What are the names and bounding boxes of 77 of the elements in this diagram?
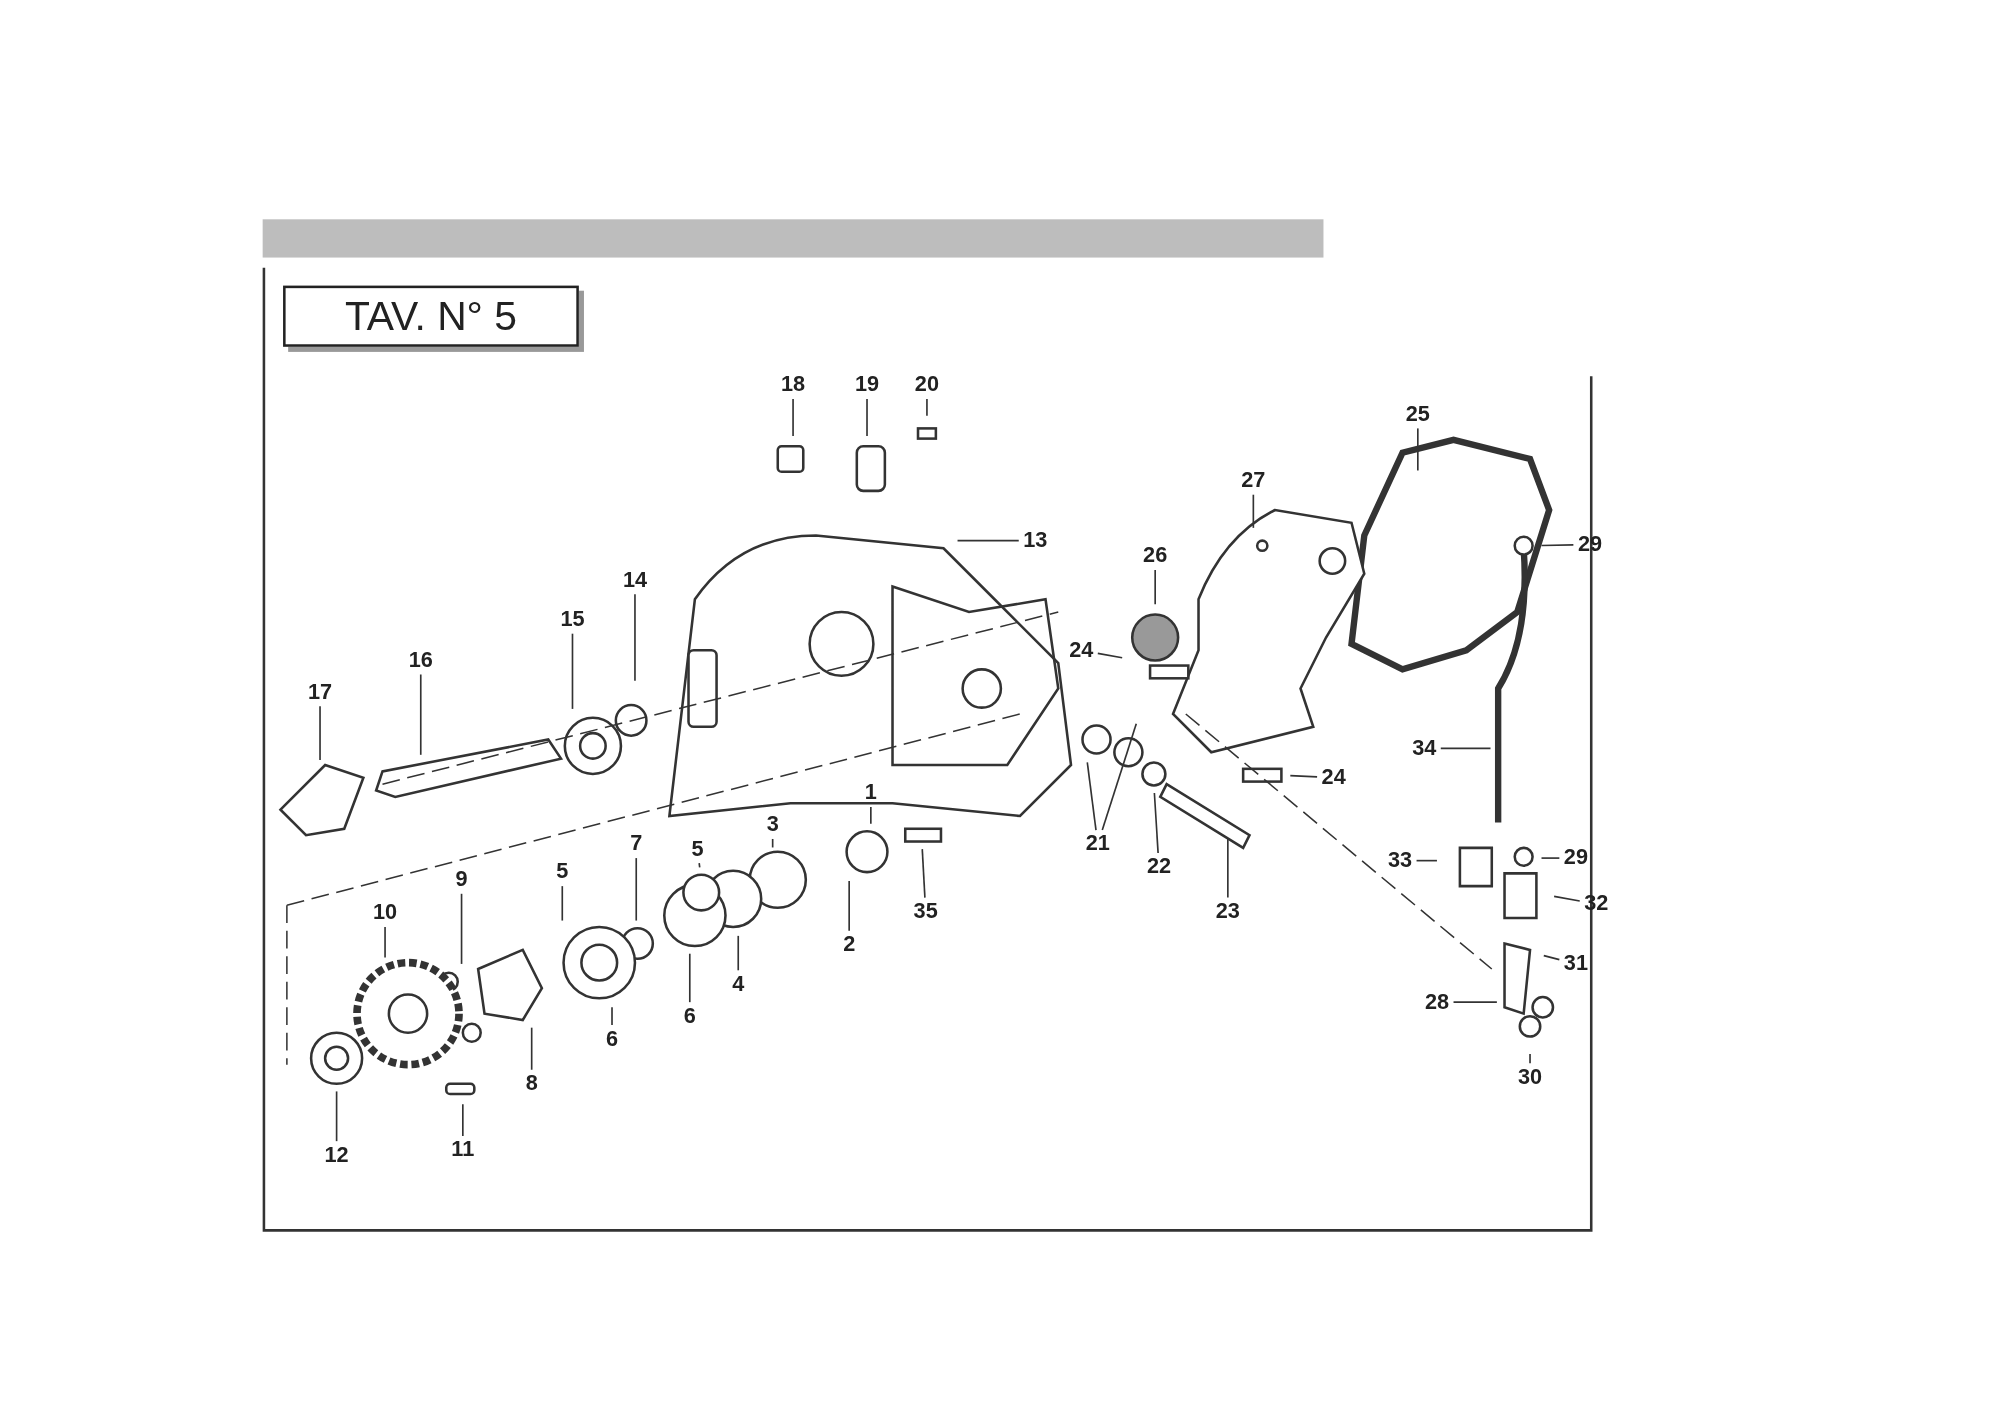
callout-number: 18	[776, 372, 810, 398]
callout-number: 14	[618, 567, 652, 593]
callout-number: 25	[1401, 401, 1435, 428]
callout-number: 20	[910, 372, 944, 398]
callout-number: 15	[555, 606, 590, 633]
leader-line	[1540, 543, 1575, 547]
callout-number: 35	[909, 898, 943, 925]
leader-line	[926, 398, 928, 417]
callout-number: 21	[1081, 831, 1115, 857]
leader-line	[530, 1026, 533, 1071]
leader-line	[688, 952, 691, 1003]
leader-line	[870, 806, 872, 825]
callout-number: 19	[850, 372, 884, 398]
leader-line	[848, 880, 850, 932]
leader-line	[1096, 652, 1123, 659]
callout-number: 28	[1420, 989, 1454, 1015]
callout-number: 22	[1142, 854, 1176, 880]
callout-number: 16	[404, 647, 438, 674]
leader-line	[1289, 774, 1318, 778]
callout-number: 13	[1018, 527, 1052, 554]
callout-number: 17	[303, 679, 337, 706]
leader-line	[1153, 792, 1159, 854]
leader-line	[419, 673, 422, 756]
leader-line	[335, 1090, 338, 1142]
callout-number: 5	[687, 836, 708, 862]
leader-line	[1543, 954, 1561, 961]
leader-line	[1154, 569, 1156, 606]
callout-number: 33	[1383, 847, 1417, 874]
leader-line	[634, 593, 636, 682]
leader-line	[771, 838, 774, 849]
callout-number: 3	[762, 812, 783, 838]
callout-number: 6	[601, 1026, 623, 1052]
leader-line	[1101, 723, 1138, 831]
leader-line	[921, 848, 926, 899]
leader-line	[611, 1006, 613, 1026]
callout-number: 34	[1407, 735, 1441, 762]
callout-number: 9	[451, 867, 472, 893]
leader-line	[1540, 857, 1561, 859]
callout-number: 11	[446, 1137, 480, 1163]
callout-number: 24	[1064, 637, 1098, 663]
leader-line	[1417, 427, 1419, 472]
leader-line	[1529, 1053, 1531, 1065]
leader-line	[956, 539, 1020, 542]
leader-line	[384, 926, 386, 959]
leader-line	[1227, 838, 1229, 899]
leader-line	[1086, 761, 1097, 831]
callout-number: 2	[838, 932, 860, 958]
leader-line	[1439, 747, 1492, 750]
callout-number: 26	[1138, 543, 1172, 569]
callout-number: 12	[320, 1142, 354, 1168]
callout-number: 24	[1317, 765, 1351, 791]
callout-number: 30	[1513, 1064, 1547, 1091]
callout-number: 1	[860, 780, 882, 806]
callout-number: 10	[368, 900, 402, 926]
leader-line	[460, 892, 463, 965]
leader-line	[319, 705, 321, 761]
callout-number: 27	[1236, 467, 1270, 494]
leader-line	[1415, 859, 1438, 862]
callout-number: 4	[728, 971, 749, 998]
leader-line	[737, 935, 740, 972]
callout-number: 6	[679, 1003, 700, 1029]
callout-number: 29	[1559, 845, 1593, 871]
callout-number: 5	[552, 859, 573, 885]
leader-line	[1452, 1001, 1498, 1003]
leader-line	[1553, 895, 1581, 902]
leader-line	[571, 632, 574, 710]
callout-number: 23	[1211, 898, 1245, 925]
leader-line	[1252, 493, 1255, 529]
leader-line	[462, 1103, 464, 1137]
leader-line	[866, 398, 868, 437]
callout-number: 31	[1559, 951, 1593, 977]
leader-line	[698, 862, 701, 869]
leader-line	[561, 885, 564, 922]
leader-line	[635, 857, 638, 922]
leader-line	[792, 398, 794, 437]
callout-number: 7	[626, 831, 647, 857]
callout-number: 8	[521, 1071, 542, 1097]
